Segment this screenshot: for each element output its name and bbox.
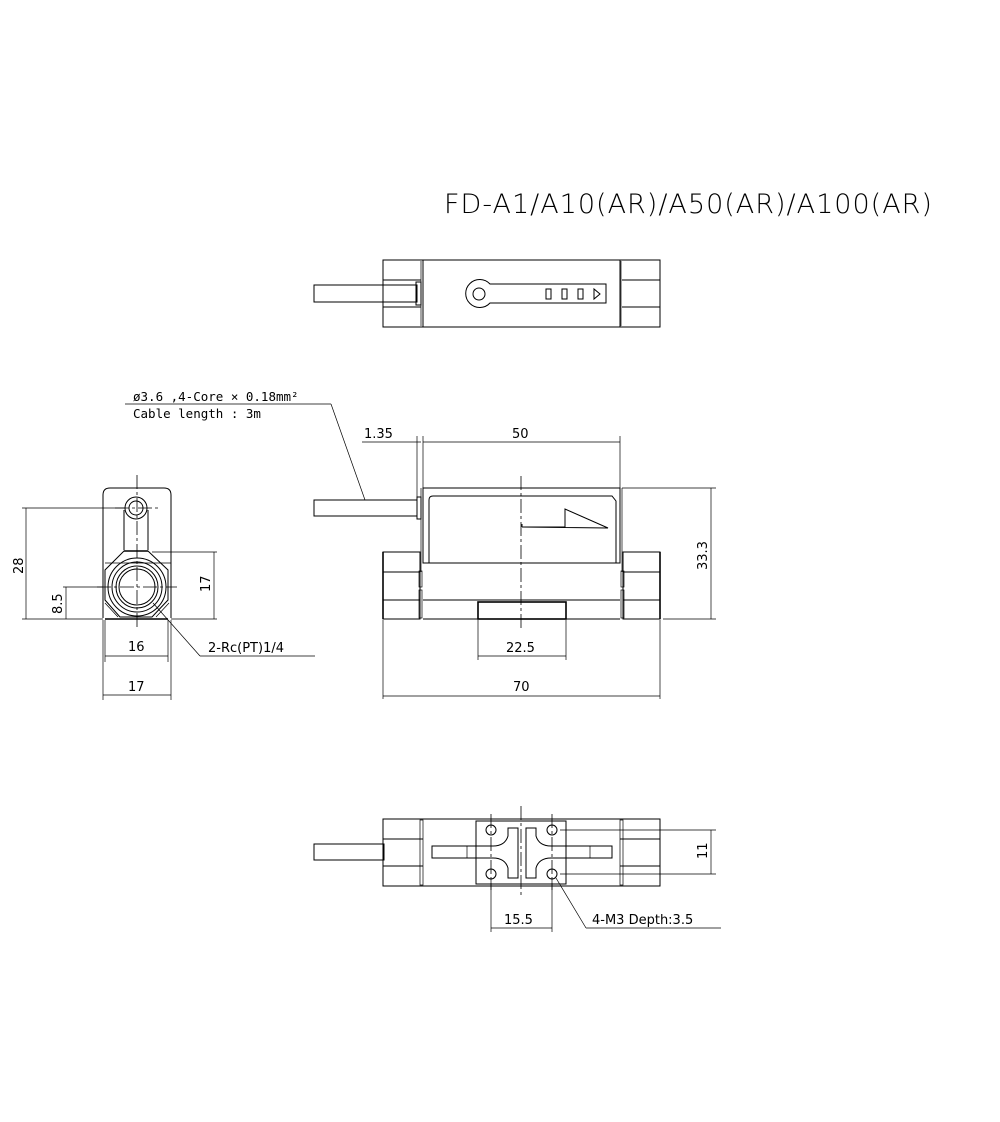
play-arrow-icon <box>593 287 601 301</box>
led-icon <box>577 288 584 300</box>
dim-outer-width: 17 <box>128 680 145 695</box>
port-callout: 2-Rc(PT)1/4 <box>208 641 284 656</box>
top-view <box>313 259 661 328</box>
cable <box>313 284 418 303</box>
dim-height-total: 28 <box>12 557 27 574</box>
dim-cable-offset: 1.35 <box>364 427 393 442</box>
cable-note: ø3.6 ,4-Core × 0.18mm² Cable length : 3m <box>125 389 366 501</box>
sensor-circle <box>472 287 486 301</box>
dim-hex-height: 17 <box>199 575 214 592</box>
hole-callout: 4-M3 Depth:3.5 <box>592 913 693 928</box>
dim-hole-pitch-x: 15.5 <box>504 913 533 928</box>
dim-hole-pitch-y: 11 <box>696 842 711 859</box>
dim-total-length: 70 <box>513 680 530 695</box>
cable <box>313 499 418 517</box>
mount-base <box>477 601 567 620</box>
drawing-title: FD-A1/A10(AR)/A50(AR)/A100(AR) <box>444 189 933 220</box>
cable-length: Cable length : 3m <box>133 406 261 421</box>
dim-inner-width: 16 <box>128 640 145 655</box>
flow-arrow-icon <box>521 508 609 529</box>
bottom-view: 11 15.5 4-M3 Depth:3.5 <box>313 806 721 932</box>
dim-body-width: 50 <box>512 427 529 442</box>
led-icon <box>545 288 552 300</box>
cable <box>313 843 385 861</box>
led-icon <box>561 288 568 300</box>
cable-spec: ø3.6 ,4-Core × 0.18mm² <box>133 389 299 404</box>
dim-base-width: 22.5 <box>506 641 535 656</box>
front-view: 1.35 50 33.3 22.5 70 <box>313 427 716 699</box>
side-view: 28 8.5 17 16 17 2-Rc(PT)1/4 <box>12 475 315 700</box>
dim-center-height: 8.5 <box>51 593 66 614</box>
dim-height: 33.3 <box>696 541 711 570</box>
indicator-window <box>465 279 607 308</box>
body <box>422 259 621 328</box>
